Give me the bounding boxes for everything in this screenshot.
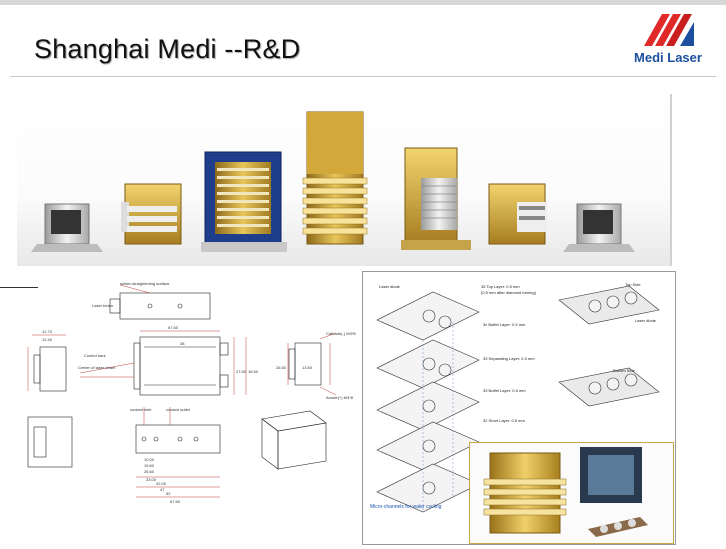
dim-h2: 18.50 <box>248 369 259 374</box>
module-gold-fins <box>401 147 471 250</box>
label-top-side: Top Side <box>625 282 641 287</box>
inset-photos-svg <box>483 447 648 537</box>
top-border-bar <box>0 0 726 5</box>
label-laser-diode-2: Laser diode <box>635 318 657 323</box>
dim-d8: 67.60 <box>170 499 181 504</box>
dim-s1: 12.70 <box>42 329 53 334</box>
module-gold-tall <box>302 111 368 245</box>
photo-border <box>670 94 672 266</box>
medi-laser-logo: Medi Laser <box>622 8 714 70</box>
dim-d5: 42.00 <box>156 481 167 486</box>
inset-photos <box>469 442 674 544</box>
dim-d7: 52 <box>166 491 171 496</box>
laser-modules-illustration <box>31 111 635 252</box>
callout-cathode: Cathode(-) M3*8 <box>326 331 356 336</box>
logo-text: Medi Laser <box>634 50 702 65</box>
dim-s2: 12.40 <box>42 337 53 342</box>
module-small-left <box>31 203 103 252</box>
dim-d6: 47 <box>160 487 165 492</box>
dim-side2: 13.50 <box>302 365 313 370</box>
dim-h1: 27.60 <box>236 369 247 374</box>
callout-center-beam: Center of laser beam <box>78 365 116 370</box>
dim-w2: 38 <box>180 341 185 346</box>
title-divider <box>10 76 716 77</box>
callout-solder: solder-straightening surface <box>120 281 170 286</box>
dim-side1: 26.50 <box>276 365 287 370</box>
label-buffet-mid: 33 Buffet Layer: 0.5 mm <box>483 388 526 393</box>
module-blue-frame <box>201 151 287 252</box>
label-buffet-top: 3x Buffet Layer: 0.5 mm <box>483 322 526 327</box>
callout-cooled-bars: Cooled bars <box>84 353 106 358</box>
short-divider <box>0 287 38 288</box>
callout-anode: Anode(+) M3*8 <box>326 395 354 400</box>
label-micro-channels: Micro-channels for water cycling <box>370 504 442 510</box>
module-small-right <box>563 203 635 252</box>
exploded-layer-diagram: Laser diode 35 Top Layer: 0.5 mm (0.5 mm… <box>362 271 676 545</box>
exploded-layers-svg: Laser diode 35 Top Layer: 0.5 mm (0.5 mm… <box>376 282 660 513</box>
label-laser-diode: Laser diode <box>379 284 401 289</box>
logo-mark-icon <box>644 14 694 46</box>
slide-title: Shanghai Medi --R&D <box>34 34 301 64</box>
module-gold-left <box>121 183 182 245</box>
dim-d4: 33.00 <box>146 477 157 482</box>
dim-d2: 19.60 <box>144 463 155 468</box>
label-separating: 33 Separating Layer: 0.3 mm <box>483 356 535 361</box>
dim-d1: 10.00 <box>144 457 155 462</box>
label-top-layer-note: (0.5 mm after diamond turning) <box>481 290 537 295</box>
dim-w1: 67.60 <box>168 325 179 330</box>
dim-d3: 26.60 <box>144 469 155 474</box>
label-short: 32 Short Layer: 0.5 mm <box>483 418 525 423</box>
callout-coolant-inlet: coolant inlet <box>130 407 152 412</box>
callout-laser-beam: Laser beam <box>92 303 114 308</box>
label-bottom-side: Bottom Side <box>613 368 636 373</box>
label-top-layer: 35 Top Layer: 0.5 mm <box>481 284 520 289</box>
technical-drawing-svg: solder-straightening surface Laser beam … <box>27 281 356 504</box>
technical-drawing: solder-straightening surface Laser beam … <box>20 277 365 509</box>
callout-coolant-outlet: coolant outlet <box>166 407 191 412</box>
laser-modules-photo <box>17 94 672 266</box>
module-gold-right <box>488 183 547 245</box>
